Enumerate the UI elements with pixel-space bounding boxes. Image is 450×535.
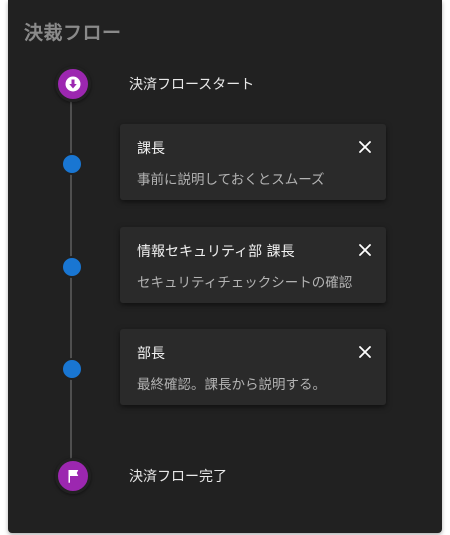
remove-step-button[interactable] [356, 138, 374, 156]
timeline-step-card: 部長 最終確認。課長から説明する。 [120, 329, 386, 405]
close-icon [359, 346, 371, 358]
timeline-start-label: 決済フロースタート [129, 77, 255, 93]
step-description: 事前に説明しておくとスムーズ [137, 172, 325, 188]
timeline-step-card: 情報セキュリティ部 課長 セキュリティチェックシートの確認 [120, 227, 386, 303]
step-title: 情報セキュリティ部 課長 [137, 244, 295, 260]
remove-step-button[interactable] [356, 343, 374, 361]
approval-flow-panel: 決裁フロー 決済フロースタート 課長 事前に説明しておくとスムーズ 情報セキュリ… [8, 0, 442, 533]
step-title: 部長 [137, 346, 165, 362]
close-icon [359, 244, 371, 256]
panel-title: 決裁フロー [24, 22, 122, 44]
flag-icon [68, 470, 79, 483]
timeline-dot [61, 153, 83, 175]
timeline-line [70, 82, 72, 474]
step-description: 最終確認。課長から説明する。 [137, 377, 326, 393]
timeline-end-label: 決済フロー完了 [129, 469, 227, 485]
step-description: セキュリティチェックシートの確認 [137, 275, 353, 291]
timeline-dot [61, 358, 83, 380]
remove-step-button[interactable] [356, 241, 374, 259]
close-icon [359, 141, 371, 153]
timeline-start-marker [55, 66, 91, 102]
timeline-end-marker [55, 458, 91, 494]
timeline-step-card: 課長 事前に説明しておくとスムーズ [120, 124, 386, 200]
timeline-dot [61, 256, 83, 278]
step-title: 課長 [137, 141, 165, 157]
arrow-down-icon [65, 76, 81, 92]
